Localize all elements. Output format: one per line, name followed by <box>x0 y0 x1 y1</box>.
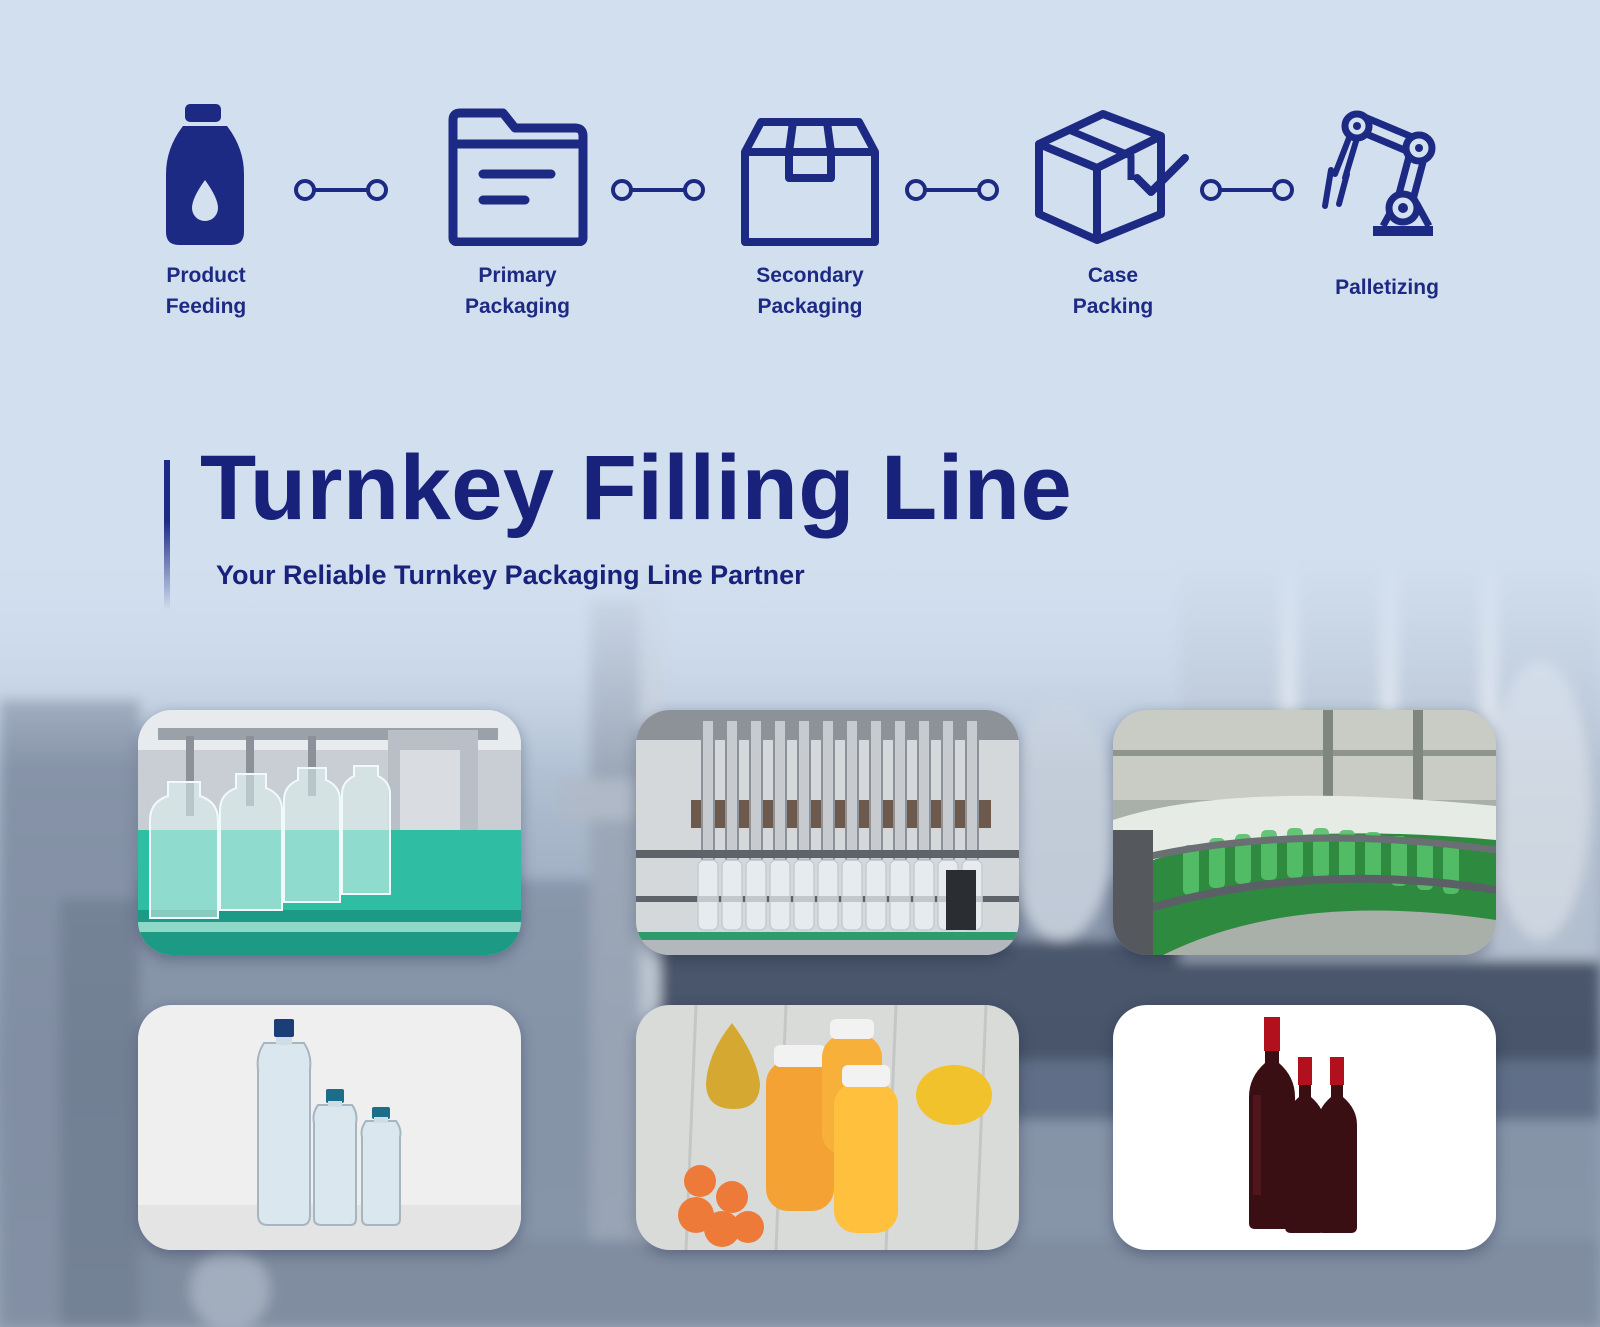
gallery-tile-bottle-filling <box>138 710 521 955</box>
process-flow: Product Feeding Primary Packaging Second… <box>0 0 1600 340</box>
step-label-line: Feeding <box>165 295 247 318</box>
step-label-line: Secondary <box>756 264 864 287</box>
folder-document-icon <box>448 108 587 246</box>
title-accent-bar <box>164 460 170 610</box>
bottle-drop-icon <box>166 104 244 245</box>
step-label-line: Palletizing <box>1335 276 1439 299</box>
robot-arm-icon <box>1322 110 1436 236</box>
page-title: Turnkey Filling Line <box>200 437 1073 539</box>
photo-filling-nozzles-icon <box>636 710 1019 955</box>
box-check-icon <box>1035 110 1189 244</box>
photo-conveyor-icon <box>1113 710 1496 955</box>
connector-icon <box>611 179 705 201</box>
page-subtitle: Your Reliable Turnkey Packaging Line Par… <box>216 560 805 590</box>
connector-icon <box>294 179 388 201</box>
step-secondary-packaging: Secondary Packaging <box>727 116 893 322</box>
connector-icon <box>905 179 999 201</box>
gallery-tile-filling-nozzles <box>636 710 1019 955</box>
step-primary-packaging: Primary Packaging <box>440 108 595 322</box>
gallery-tile-water-bottles <box>138 1005 521 1250</box>
step-case-packing: Case Packing <box>1030 106 1196 322</box>
step-label-line: Case <box>1087 264 1139 287</box>
step-product-feeding: Product Feeding <box>144 104 268 322</box>
step-label-line: Packaging <box>464 295 571 318</box>
photo-juice-bottles-icon <box>636 1005 1019 1250</box>
step-label-line: Packing <box>1072 295 1154 318</box>
gallery-tile-wine-bottles <box>1113 1005 1496 1250</box>
gallery-tile-green-bottle-conveyor <box>1113 710 1496 955</box>
step-palletizing: Palletizing <box>1312 108 1462 303</box>
photo-wine-bottles-icon <box>1113 1005 1496 1250</box>
open-box-icon <box>741 118 879 246</box>
photo-bottle-filling-icon <box>138 710 521 955</box>
step-label-line: Product <box>166 264 246 287</box>
gallery-tile-juice-bottles <box>636 1005 1019 1250</box>
step-label-line: Packaging <box>757 295 863 318</box>
photo-water-bottles-icon <box>138 1005 521 1250</box>
connector-icon <box>1200 179 1294 201</box>
step-label-line: Primary <box>478 264 557 287</box>
